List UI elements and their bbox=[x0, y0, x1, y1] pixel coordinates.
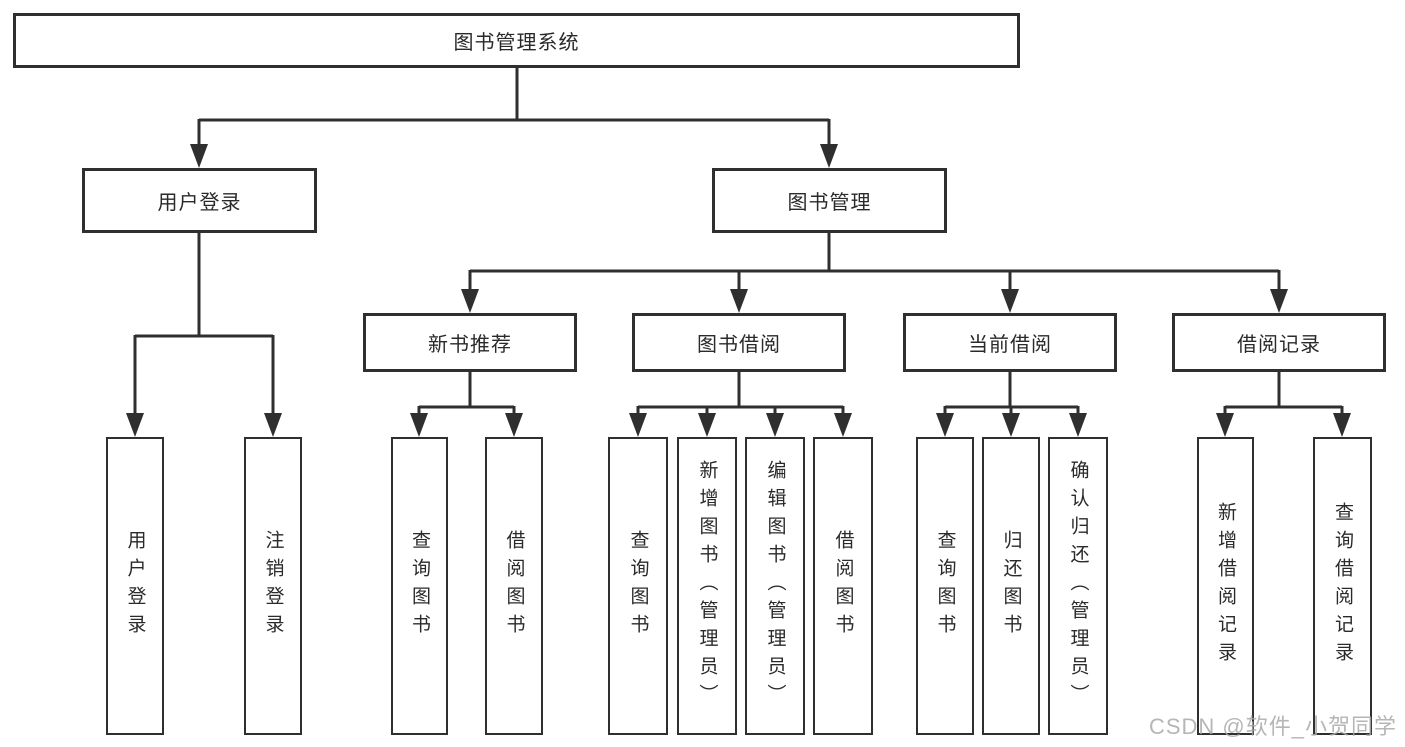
node-borrow-records: 借阅记录 bbox=[1172, 313, 1386, 372]
leaf-label: 归还图书 bbox=[1000, 530, 1022, 642]
leaf-label: 查询借阅记录 bbox=[1332, 502, 1353, 670]
node-new-book-recommend: 新书推荐 bbox=[363, 313, 577, 372]
node-book-borrow: 图书借阅 bbox=[632, 313, 846, 372]
node-label: 用户登录 bbox=[157, 192, 242, 214]
leaf-label: 注销登录 bbox=[262, 530, 284, 642]
leaf-label: 借阅图书 bbox=[832, 530, 854, 642]
leaf-borrow-books-recommend: 借阅图书 bbox=[485, 437, 543, 735]
leaf-borrow-books: 借阅图书 bbox=[813, 437, 873, 735]
leaf-label: 新增借阅记录 bbox=[1215, 502, 1236, 670]
leaf-label: 新增图书（管理员） bbox=[696, 460, 718, 712]
leaf-query-books-recommend: 查询图书 bbox=[391, 437, 448, 735]
leaf-return-book: 归还图书 bbox=[982, 437, 1040, 735]
leaf-label: 查询图书 bbox=[627, 530, 649, 642]
node-label: 当前借阅 bbox=[968, 334, 1052, 356]
node-label: 借阅记录 bbox=[1237, 334, 1321, 356]
leaf-add-book-admin: 新增图书（管理员） bbox=[677, 437, 737, 735]
leaf-user-login: 用户登录 bbox=[106, 437, 164, 735]
node-label: 图书管理系统 bbox=[453, 32, 580, 54]
leaf-logout: 注销登录 bbox=[244, 437, 302, 735]
node-label: 新书推荐 bbox=[428, 334, 512, 356]
leaf-label: 查询图书 bbox=[934, 530, 956, 642]
leaf-label: 用户登录 bbox=[124, 530, 146, 642]
node-book-management-system: 图书管理系统 bbox=[13, 13, 1020, 68]
leaf-label: 确认归还（管理员） bbox=[1067, 460, 1089, 712]
leaf-query-borrow-record: 查询借阅记录 bbox=[1313, 437, 1372, 735]
leaf-query-books-current: 查询图书 bbox=[916, 437, 974, 735]
node-book-management: 图书管理 bbox=[712, 168, 947, 233]
node-user-login: 用户登录 bbox=[82, 168, 317, 233]
node-label: 图书管理 bbox=[787, 192, 872, 214]
node-current-borrow: 当前借阅 bbox=[903, 313, 1117, 372]
node-label: 图书借阅 bbox=[697, 334, 781, 356]
leaf-edit-book-admin: 编辑图书（管理员） bbox=[745, 437, 805, 735]
leaf-label: 借阅图书 bbox=[503, 530, 525, 642]
leaf-add-borrow-record: 新增借阅记录 bbox=[1197, 437, 1254, 735]
leaf-query-books-borrow: 查询图书 bbox=[608, 437, 668, 735]
leaf-confirm-return-admin: 确认归还（管理员） bbox=[1048, 437, 1108, 735]
leaf-label: 查询图书 bbox=[409, 530, 430, 642]
leaf-label: 编辑图书（管理员） bbox=[764, 460, 786, 712]
